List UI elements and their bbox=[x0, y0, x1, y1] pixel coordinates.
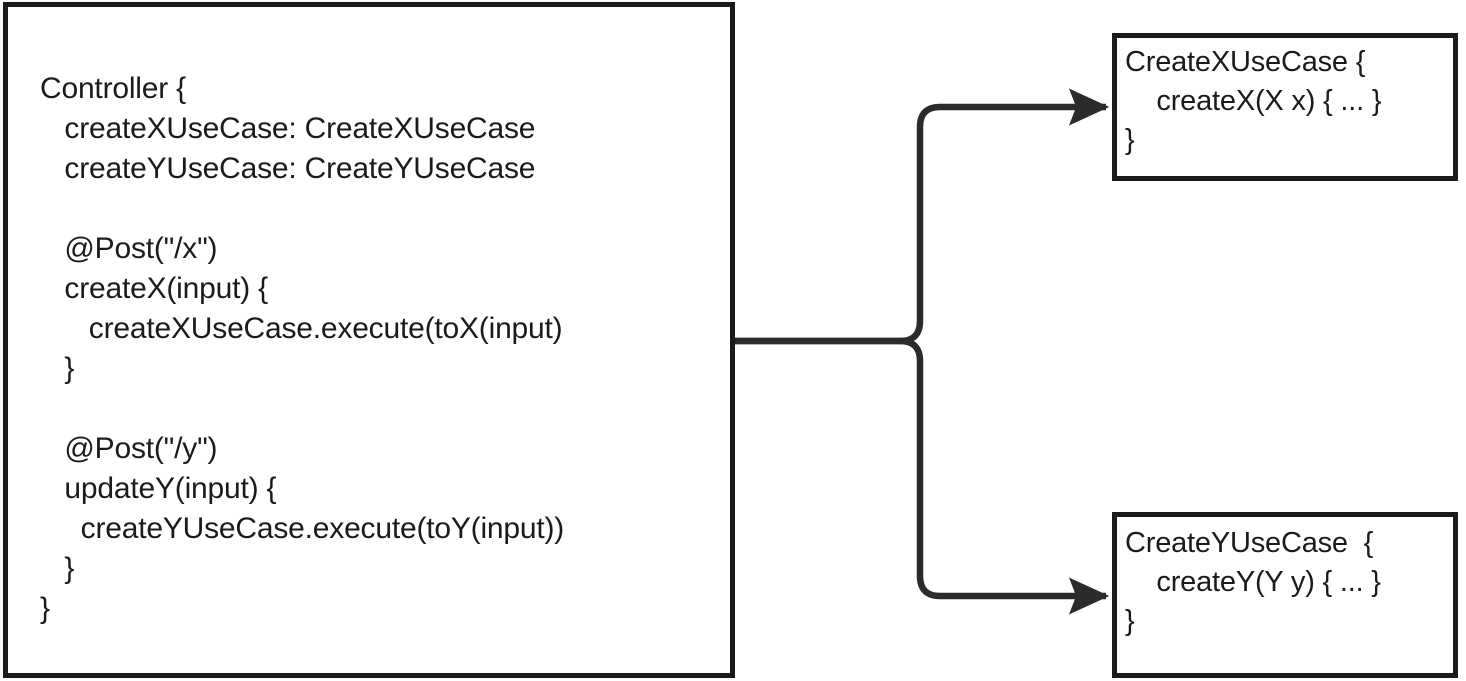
controller-code-text: Controller { createXUseCase: CreateXUseC… bbox=[40, 72, 565, 625]
controller-node[interactable]: Controller { createXUseCase: CreateXUseC… bbox=[3, 2, 735, 678]
edge-controller-to-createx bbox=[733, 88, 1110, 345]
create-x-use-case-code-text: CreateXUseCase { createX(X x) { ... } } bbox=[1125, 46, 1382, 156]
edge-controller-to-createy bbox=[733, 337, 1110, 615]
create-x-use-case-node[interactable]: CreateXUseCase { createX(X x) { ... } } bbox=[1112, 33, 1458, 181]
create-y-use-case-code-text: CreateYUseCase { createY(Y y) { ... } } bbox=[1125, 527, 1381, 637]
create-y-use-case-node[interactable]: CreateYUseCase { createY(Y y) { ... } } … bbox=[1112, 512, 1458, 678]
